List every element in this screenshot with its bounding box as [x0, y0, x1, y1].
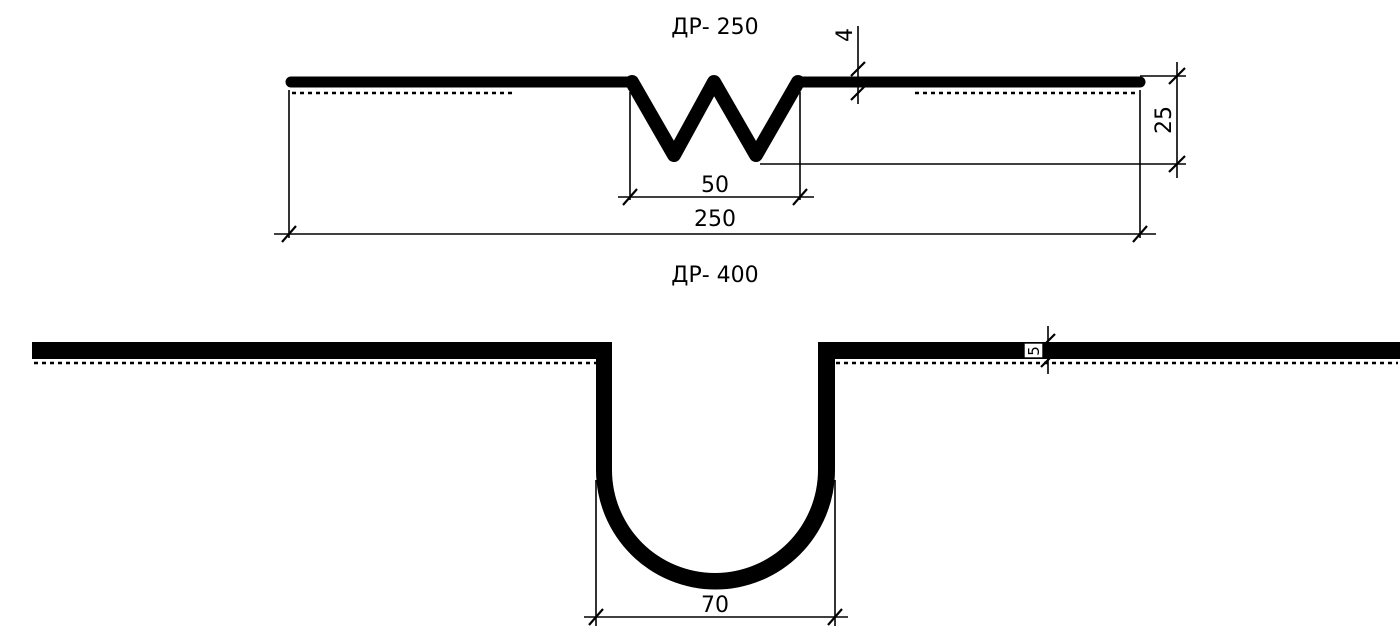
dim-tick	[1168, 67, 1186, 85]
u-profile-center	[596, 342, 835, 590]
dim-label-250: 250	[694, 207, 736, 232]
dim-tick	[850, 61, 866, 77]
right-flange	[818, 342, 1400, 359]
dim-tick	[1132, 225, 1148, 243]
dim-label-box-5	[1023, 342, 1044, 359]
dim-tick	[827, 608, 843, 626]
dim-label-5: 5	[1025, 346, 1043, 356]
dim-tick	[1168, 155, 1186, 173]
dim-tick	[588, 608, 604, 626]
dim-label-4: 4	[833, 28, 858, 42]
profile-dr-400: ДР- 400 70 5	[32, 263, 1400, 626]
profile-title-dr-250: ДР- 250	[671, 15, 758, 40]
dim-label-25: 25	[1152, 106, 1177, 134]
dim-tick	[850, 85, 866, 101]
dim-tick	[1040, 352, 1056, 368]
dim-tick	[792, 188, 808, 206]
dim-tick	[281, 225, 297, 243]
w-profile-center	[625, 75, 805, 162]
dim-label-50: 50	[701, 173, 729, 198]
left-flange	[32, 342, 612, 359]
profile-title-dr-400: ДР- 400	[671, 263, 758, 288]
profile-dr-250: ДР- 250 50 250 25 4	[274, 15, 1186, 243]
dim-tick	[622, 188, 638, 206]
dim-label-70: 70	[701, 593, 729, 618]
